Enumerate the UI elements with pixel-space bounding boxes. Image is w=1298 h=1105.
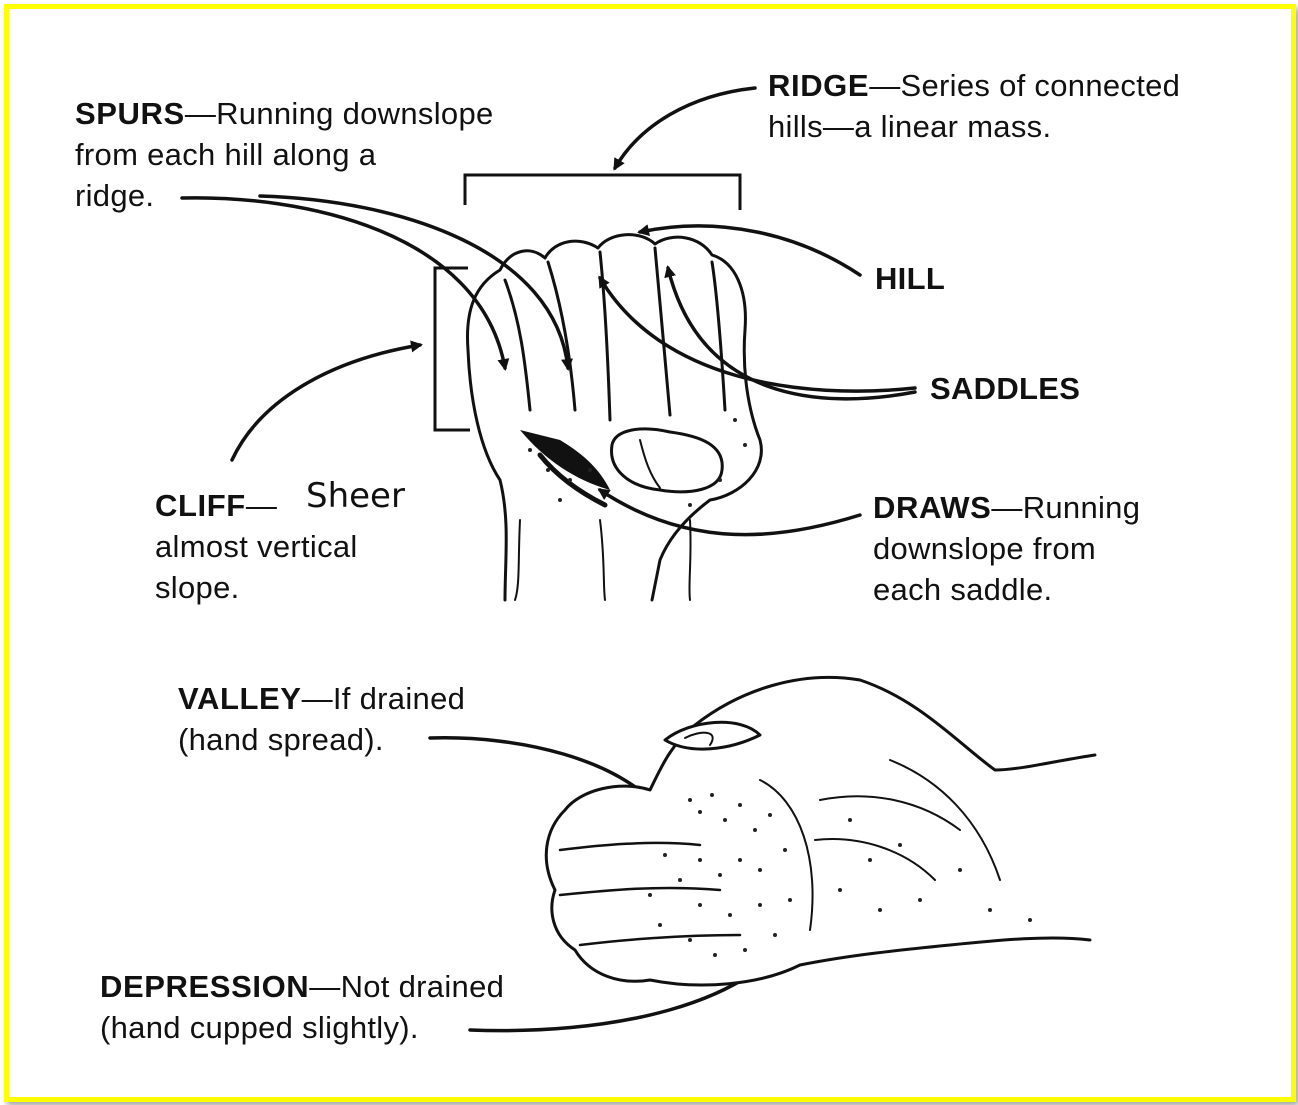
- valley-desc-line1: —If drained: [302, 681, 466, 716]
- cliff-bracket: [435, 268, 470, 430]
- ridge-term: RIDGE: [768, 68, 869, 103]
- draws-desc-line3: each saddle.: [873, 569, 1140, 610]
- draws-desc-line2: downslope from: [873, 528, 1140, 569]
- spurs-desc-line2: from each hill along a: [75, 134, 494, 175]
- valley-desc-line2: (hand spread).: [178, 719, 465, 760]
- depression-desc-line1: —Not drained: [309, 969, 504, 1004]
- depression-desc-line2: (hand cupped slightly).: [100, 1007, 504, 1048]
- saddles-label: SADDLES: [930, 368, 1080, 409]
- draws-term: DRAWS: [873, 490, 991, 525]
- open-cupped-hand: [546, 677, 1095, 985]
- clenched-fist: [467, 235, 761, 600]
- spurs-desc-line3: ridge.: [75, 175, 494, 216]
- valley-label: VALLEY—If drained (hand spread).: [178, 678, 465, 760]
- ridge-label: RIDGE—Series of connected hills—a linear…: [768, 65, 1180, 147]
- spurs-label: SPURS—Running downslope from each hill a…: [75, 93, 494, 216]
- ridge-bracket: [465, 175, 740, 210]
- cliff-dash: —: [246, 488, 277, 523]
- depression-label: DEPRESSION—Not drained (hand cupped slig…: [100, 966, 504, 1048]
- depression-term: DEPRESSION: [100, 969, 309, 1004]
- ridge-arrow: [615, 88, 755, 168]
- spurs-term: SPURS: [75, 96, 185, 131]
- ridge-desc-line2: hills—a linear mass.: [768, 106, 1180, 147]
- cliff-arrow: [232, 345, 420, 460]
- spurs-desc-line1: —Running downslope: [185, 96, 494, 131]
- ridge-desc-line1: —Series of connected: [869, 68, 1180, 103]
- hill-label: HILL: [875, 258, 945, 299]
- cliff-desc-line2: almost vertical: [155, 526, 358, 567]
- spurs-arrow-1: [182, 198, 505, 368]
- cliff-desc-line3: slope.: [155, 567, 358, 608]
- cliff-handwritten-sheer: Sheer: [306, 476, 405, 516]
- valley-term: VALLEY: [178, 681, 302, 716]
- draws-desc-line1: —Running: [991, 490, 1140, 525]
- cliff-term: CLIFF: [155, 488, 246, 523]
- draws-label: DRAWS—Running downslope from each saddle…: [873, 487, 1140, 610]
